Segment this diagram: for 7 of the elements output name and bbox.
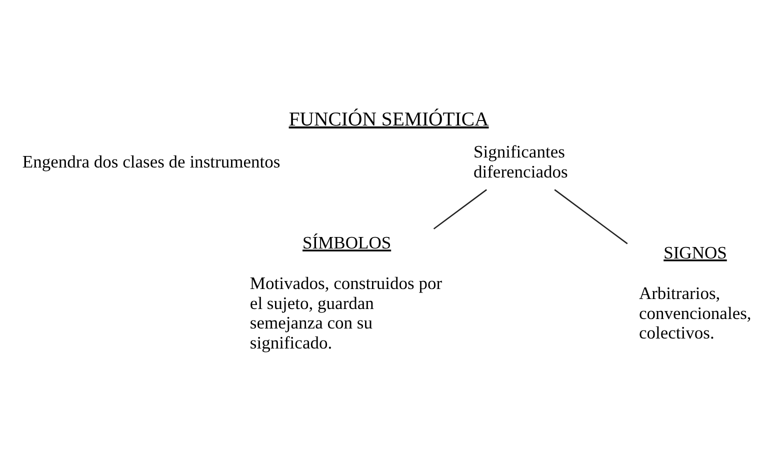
connector — [433, 188, 487, 229]
label: Engendra dos clases de instrumentos — [22, 151, 280, 172]
diagram-title: FUNCIÓN SEMIÓTICA — [288, 108, 489, 130]
node-text: SÍMBOLOS Motivados, construidos por el sujeto, guardan semejanza con su significado. — [250, 232, 442, 352]
node-text: Significantes diferenciados — [473, 141, 568, 181]
node-text: SIGNOS Arbitrarios, convencionales, colectivos. — [638, 242, 752, 342]
connector — [554, 188, 628, 244]
